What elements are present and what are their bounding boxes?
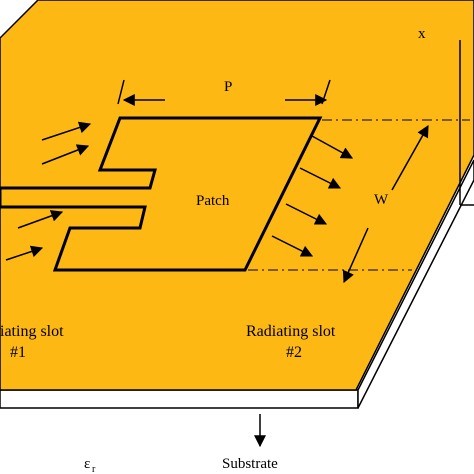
right-field-arrows bbox=[271, 135, 354, 257]
substrate-label: Substrate bbox=[222, 456, 278, 472]
substrate-slab bbox=[0, 159, 474, 409]
w-arrow-up bbox=[391, 124, 429, 191]
x-axis-label: x bbox=[418, 26, 426, 42]
permittivity-subscript: r bbox=[92, 464, 96, 474]
left-field-arrows bbox=[5, 121, 92, 261]
substrate-right-face bbox=[357, 159, 474, 409]
radiating-slot-1-label: iating slot bbox=[0, 323, 64, 340]
substrate-front-face bbox=[0, 389, 359, 409]
left-field-arrow bbox=[41, 144, 90, 165]
patch-width-label: W bbox=[374, 192, 389, 208]
permittivity-symbol: ε bbox=[84, 456, 90, 472]
patch-label: Patch bbox=[196, 193, 230, 209]
w-arrow-down bbox=[342, 227, 369, 284]
left-field-arrow bbox=[41, 121, 92, 141]
right-field-arrow bbox=[285, 203, 328, 225]
radiating-slot-2-label: Radiating slot bbox=[246, 323, 336, 340]
left-field-arrow bbox=[17, 210, 64, 229]
right-field-arrow bbox=[271, 235, 314, 257]
patch-conductor bbox=[0, 116, 323, 272]
right-field-arrow bbox=[311, 135, 354, 159]
left-field-arrow bbox=[5, 245, 44, 261]
radiating-slot-1-number: #1 bbox=[10, 344, 26, 361]
p-left-tick bbox=[117, 79, 125, 105]
radiating-slot-2-number: #2 bbox=[286, 344, 302, 361]
right-field-arrow bbox=[299, 167, 342, 189]
ground-plane bbox=[0, 0, 474, 391]
patch-length-label: P bbox=[224, 79, 232, 95]
